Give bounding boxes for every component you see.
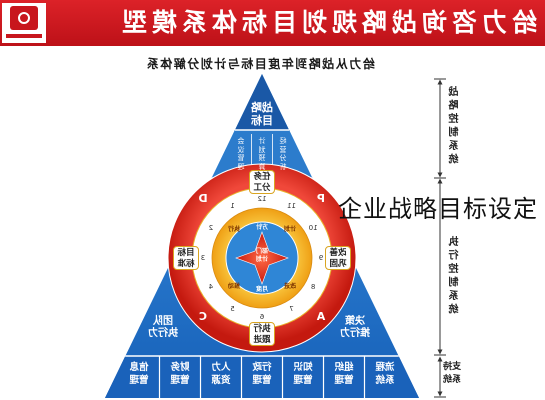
- clock-number: 2: [208, 224, 214, 232]
- support-item: 人力资源: [211, 362, 231, 386]
- pdca-letter-p: P: [316, 192, 326, 205]
- strategic-control-label: 战略控制系统: [450, 86, 461, 167]
- pyramid-apex-band: [235, 74, 289, 130]
- support-row-band: [105, 355, 419, 398]
- center-word: 月度: [256, 286, 269, 293]
- clock-number: 8: [310, 283, 316, 291]
- second-row-label: 经营分析: [279, 137, 287, 171]
- ring-box-execution-followup: 执行跟进: [249, 322, 275, 346]
- ring-box-target-standard: 目标标准: [173, 246, 199, 270]
- pyramid-second-band: [212, 130, 312, 178]
- pdca-letter-a: A: [316, 310, 326, 323]
- team-execution-label: 团队 执行力: [148, 316, 178, 339]
- clock-number: 4: [208, 283, 214, 291]
- clock-number: 3: [200, 253, 206, 262]
- clock-number: 7: [289, 304, 294, 313]
- clock-number: 6: [259, 312, 265, 321]
- support-item: 流程系统: [375, 362, 395, 386]
- pdca-letter-c: C: [198, 310, 208, 323]
- support-item: 行政管理: [252, 362, 272, 386]
- pdca-letter-d: D: [198, 192, 208, 205]
- compass-star-icon: [235, 231, 289, 285]
- decision-driving-label: 决策 推行力: [340, 316, 370, 339]
- clock-number: 12: [257, 194, 267, 203]
- second-row-label: 会议管理: [237, 137, 245, 171]
- ring-box-task-division: 任务分工: [249, 170, 275, 194]
- strategic-goal-label: 战略目标: [251, 101, 273, 127]
- overlay-caption: 企业战略目标设定: [338, 195, 538, 223]
- support-item: 信息管理: [129, 362, 149, 386]
- clock-number: 11: [287, 202, 296, 211]
- support-system-label: 支持系统: [443, 362, 462, 385]
- ring-word: 计划: [284, 226, 297, 233]
- clock-number: 10: [308, 224, 318, 232]
- clock-number: 5: [230, 304, 235, 313]
- second-row-label: 计划预算: [258, 137, 266, 171]
- side-bracket: [434, 78, 446, 398]
- center-word: 部门: [256, 248, 269, 255]
- clock-number: 9: [318, 253, 324, 262]
- center-word: 方针: [256, 224, 269, 231]
- support-item: 知识管理: [293, 362, 313, 386]
- ring-box-improve: 改善巩固: [325, 246, 351, 270]
- support-item: 组织管理: [334, 362, 354, 386]
- ring-word: 执行: [228, 226, 241, 233]
- ring-word: 改进: [284, 283, 297, 290]
- support-item: 财务管理: [170, 362, 190, 386]
- clock-number: 1: [230, 202, 235, 211]
- execution-control-label: 执行控制系统: [450, 236, 461, 317]
- ring-word: 推动: [228, 283, 241, 290]
- center-word: 计划: [256, 256, 269, 263]
